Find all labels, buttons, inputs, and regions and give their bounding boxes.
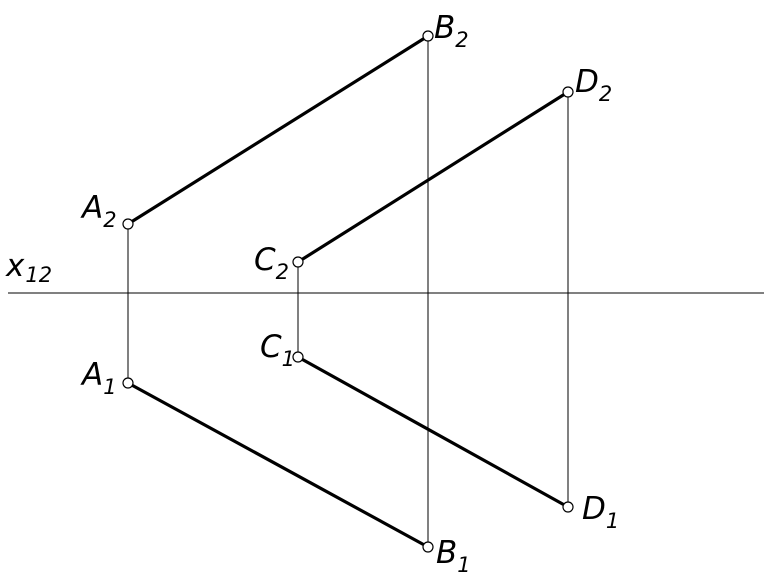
axis-x12-label: x12 bbox=[5, 248, 52, 287]
label-a2: A2 bbox=[80, 190, 117, 232]
point-b1-marker bbox=[422, 541, 434, 553]
label-b2: B2 bbox=[434, 10, 469, 52]
label-a1: A1 bbox=[80, 357, 117, 399]
point-c2-marker bbox=[292, 256, 304, 268]
point-c1-marker bbox=[292, 351, 304, 363]
segment-a1-b1 bbox=[126, 381, 430, 549]
segment-c2-d2 bbox=[296, 90, 570, 264]
label-c2: C2 bbox=[254, 242, 289, 284]
segment-c1-d1 bbox=[296, 355, 570, 509]
point-d2-marker bbox=[562, 86, 574, 98]
label-d1: D1 bbox=[582, 491, 619, 533]
segment-a2-b2 bbox=[126, 34, 430, 226]
label-b1: B1 bbox=[436, 535, 471, 577]
point-a1-marker bbox=[122, 377, 134, 389]
point-b2-marker bbox=[422, 30, 434, 42]
point-d1-marker bbox=[562, 501, 574, 513]
point-a2-marker bbox=[122, 218, 134, 230]
label-d2: D2 bbox=[575, 64, 612, 106]
label-c1: C1 bbox=[260, 329, 295, 371]
